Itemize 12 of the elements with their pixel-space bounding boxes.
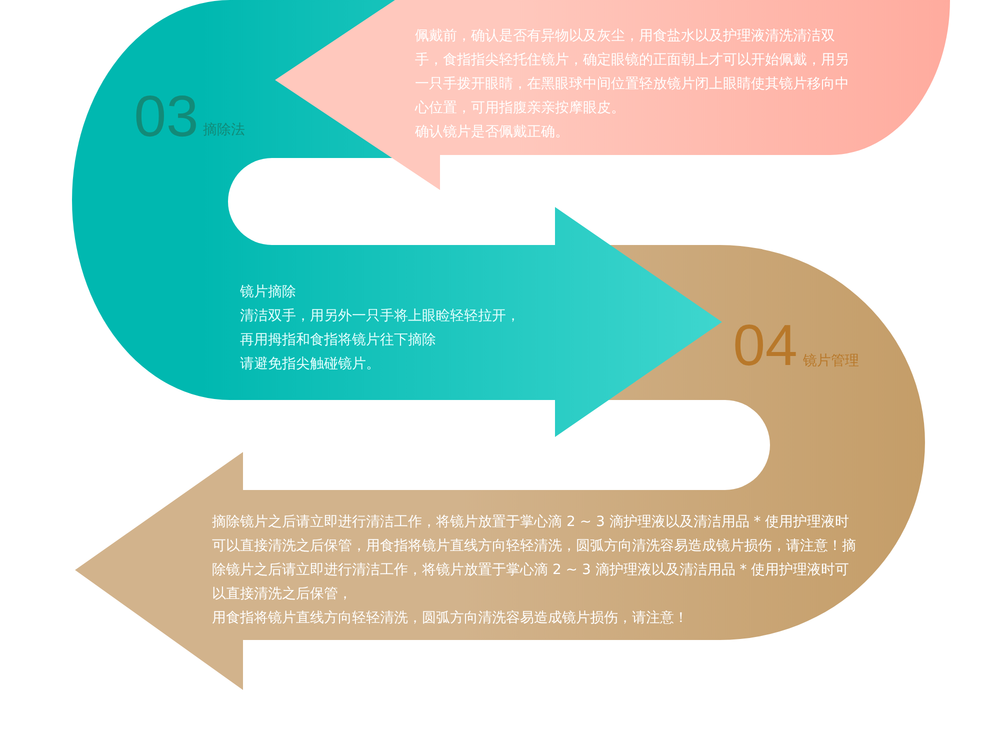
step-number: 04 <box>733 317 798 375</box>
paragraph: 用食指将镜片直线方向轻轻清洗，圆弧方向清洗容易造成镜片损伤，请注意！ <box>212 609 689 628</box>
paragraph: 再用拇指和食指将镜片往下摘除 <box>240 331 437 350</box>
paragraph: 佩戴前，确认是否有异物以及灰尘，用食盐水以及护理液清洗清洁双手，食指指尖轻托住镜片，确定眼镜的正面朝上才可以开始佩戴，用另一只手拨开眼睛，在黑眼球中间位置轻放镜片闭上眼睛使其镜片移向中心位置，可用指腹亲亲按摩眼皮。 <box>415 27 850 118</box>
step-number: 03 <box>134 88 199 146</box>
step-title: 镜片管理 <box>803 352 859 371</box>
paragraph: 清洁双手，用另外一只手将上眼睑轻轻拉开， <box>240 307 521 326</box>
paragraph: 请避免指尖触碰镜片。 <box>240 355 381 374</box>
step-title: 摘除法 <box>203 121 245 140</box>
subheading: 镜片摘除 <box>240 283 296 302</box>
paragraph: 摘除镜片之后请立即进行清洁工作，将镜片放置于掌心滴 2 ~ 3 滴护理液以及清洁用品 * 使用护理液时可以直接清洗之后保管，用食指将镜片直线方向轻轻清洗，圆弧方向清洗容易造成镜片损伤，请注意！摘除镜片之后请立即进行清洁工作，将镜片放置于掌心滴 2 ~ 3 滴护理液以及清洁用品 * 使用护理液时可以直接清洗之后保管， <box>212 513 857 604</box>
paragraph: 确认镜片是否佩戴正确。 <box>415 123 570 142</box>
